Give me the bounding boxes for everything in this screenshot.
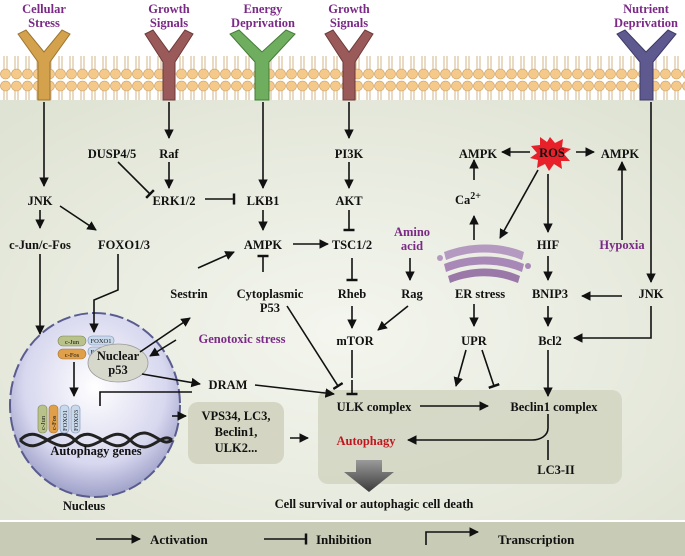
node-beclin1-complex: Beclin1 complex — [510, 400, 598, 414]
receptor-growth-2 — [324, 29, 374, 101]
outcome-label: Cell survival or autophagic cell death — [275, 497, 474, 511]
legend-transcription: Transcription — [498, 532, 575, 547]
node-nuclear-p53-1: Nuclear — [97, 349, 140, 363]
activation-arrows — [35, 102, 656, 443]
node-tsc12: TSC1/2 — [332, 238, 372, 252]
node-sestrin: Sestrin — [170, 287, 208, 301]
dna-label-cfos: c-Fos — [51, 415, 58, 430]
receptor-nutrient — [616, 29, 677, 101]
node-mtor: mTOR — [336, 334, 374, 348]
node-ampk-center: AMPK — [244, 238, 282, 252]
legend-activation: Activation — [150, 532, 209, 547]
receptor-energy — [229, 29, 296, 101]
node-hypoxia: Hypoxia — [599, 238, 645, 252]
node-genotoxic-stress: Genotoxic stress — [199, 332, 286, 346]
receptor-label-energy-1: Energy — [244, 2, 284, 16]
node-amino-acid-1: Amino — [394, 225, 430, 239]
nucleus-cfos-label: c-Fos — [65, 352, 80, 359]
gene-products-box — [188, 402, 284, 464]
node-jnk-right: JNK — [639, 287, 664, 301]
receptor-label-growth-1a: Growth — [148, 2, 189, 16]
node-dram: DRAM — [209, 378, 248, 392]
er-organelle-icon — [437, 244, 531, 283]
node-ulk-complex: ULK complex — [337, 400, 412, 414]
node-dusp45: DUSP4/5 — [88, 147, 137, 161]
node-cjun-cfos: c-Jun/c-Fos — [9, 238, 71, 252]
outcome-arrow — [344, 460, 394, 492]
receptor-label-growth-1b: Signals — [150, 16, 188, 30]
node-autophagy-genes: Autophagy genes — [50, 444, 141, 458]
legend-transcription-arrow — [425, 527, 479, 545]
node-ros: ROS — [539, 146, 565, 160]
node-vps34-3: ULK2... — [215, 441, 258, 455]
node-jnk-left: JNK — [28, 194, 53, 208]
node-rheb: Rheb — [338, 287, 367, 301]
dna-label-foxo1: FOXO1 — [62, 410, 69, 431]
receptor-label-nutrient-1: Nutrient — [623, 2, 670, 16]
nucleus-cjun-label: c-Jun — [65, 339, 80, 346]
node-er-stress: ER stress — [455, 287, 505, 301]
node-erk12: ERK1/2 — [152, 194, 195, 208]
node-calcium: Ca2+ — [455, 191, 481, 207]
node-ampk-ros-left: AMPK — [459, 147, 497, 161]
node-foxo13: FOXO1/3 — [98, 238, 150, 252]
node-raf: Raf — [159, 147, 179, 161]
receptor-label-energy-2: Deprivation — [231, 16, 295, 30]
receptor-label-cellular-stress-1: Cellular — [22, 2, 66, 16]
dna-label-foxo3: FOXO3 — [73, 410, 80, 431]
node-akt: AKT — [335, 194, 363, 208]
legend-inhibition: Inhibition — [316, 532, 372, 547]
node-nucleus: Nucleus — [63, 499, 106, 513]
node-lkb1: LKB1 — [247, 194, 280, 208]
node-vps34-2: Beclin1, — [215, 425, 258, 439]
dna-label-cjun: c-Jun — [40, 415, 47, 430]
node-cytoplasmic-p53-2: P53 — [260, 301, 280, 315]
node-cytoplasmic-p53-1: Cytoplasmic — [237, 287, 304, 301]
receptor-cellular-stress — [17, 29, 71, 101]
receptor-label-growth-2b: Signals — [330, 16, 368, 30]
node-pi3k: PI3K — [335, 147, 364, 161]
node-amino-acid-2: acid — [401, 239, 423, 253]
inhibition-lines — [117, 161, 549, 460]
node-autophagy: Autophagy — [336, 434, 396, 448]
receptor-label-growth-2a: Growth — [328, 2, 369, 16]
legend-symbols — [96, 527, 479, 545]
node-bcl2: Bcl2 — [538, 334, 562, 348]
nucleus: c-Jun c-Fos FOXO1 FOXO3 c-Jun c-Fos FOXO… — [9, 312, 181, 498]
autophagy-region — [318, 390, 622, 484]
node-vps34-1: VPS34, LC3, — [201, 409, 270, 423]
node-bnip3: BNIP3 — [532, 287, 568, 301]
node-nuclear-p53-2: p53 — [108, 363, 127, 377]
receptor-label-cellular-stress-2: Stress — [28, 16, 60, 30]
node-upr: UPR — [461, 334, 488, 348]
ros-burst-icon — [530, 137, 571, 171]
nucleus-foxo1-label: FOXO1 — [91, 338, 112, 345]
node-lc3-ii: LC3-II — [537, 463, 575, 477]
node-hif: HIF — [537, 238, 560, 252]
node-ampk-ros-right: AMPK — [601, 147, 639, 161]
receptor-label-nutrient-2: Deprivation — [614, 16, 678, 30]
node-rag: Rag — [401, 287, 423, 301]
receptor-growth-1 — [144, 29, 194, 101]
